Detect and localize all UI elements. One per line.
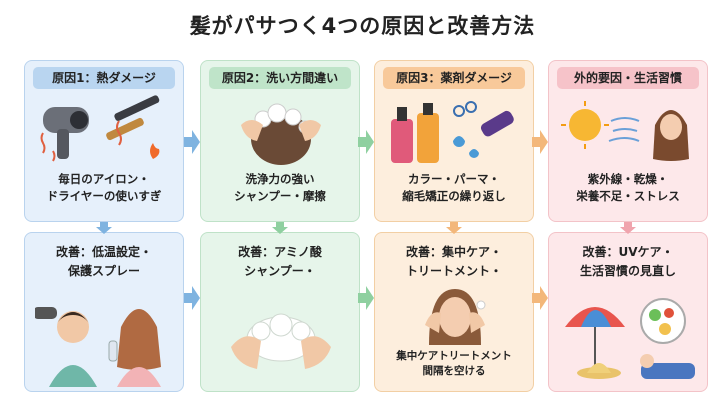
cause-card-heat: 原因1：熱ダメージ 毎日のアイロン・ ドライヤーの使いすぎ [24, 60, 184, 222]
hands-washing-hair-icon [241, 103, 321, 165]
solution-card-chemical: 改善：集中ケア・ トリートメント・ 集中ケアトリートメント 間隔を空ける [374, 232, 534, 392]
arrow-right-icon [184, 286, 200, 310]
arrow-right-icon [358, 286, 374, 310]
solution-card-external: 改善：UVケア・ 生活習慣の見直し [548, 232, 708, 392]
man-with-dryer-icon [35, 307, 161, 387]
sun-uv-icon [561, 101, 689, 161]
solution-text: 改善：UVケア・ 生活習慣の見直し [579, 245, 676, 278]
solution-text: 改善：低温設定・ 保護スプレー [55, 245, 152, 278]
cause-header: 原因3：薬剤ダメージ [383, 67, 525, 89]
column-heat-damage: 原因1：熱ダメージ 毎日のアイロン・ ドライヤーの使いすぎ 改善：低温設定・ 保… [24, 60, 184, 392]
column-chemical-damage: 原因3：薬剤ダメージ カラー・パーマ・ 縮毛矯正の繰り返し 改善：集中ケア・ ト… [374, 60, 534, 392]
cause-header: 原因2：洗い方間違い [209, 67, 351, 89]
solution-card-wash: 改善：アミノ酸 シャンプー・ [200, 232, 360, 392]
arrow-down-icon [446, 222, 462, 234]
cause-text: 紫外線・乾燥・ 栄養不足・ストレス [576, 172, 680, 203]
arrow-right-icon [532, 286, 548, 310]
page-title: 髪がパサつく4つの原因と改善方法 [189, 14, 536, 38]
arrow-right-icon [184, 130, 200, 154]
column-external-lifestyle: 外的要因・生活習慣 紫外線・乾燥・ 栄養不足・ストレス 改善：UVケア・ 生活習… [548, 60, 708, 392]
cause-card-chemical: 原因3：薬剤ダメージ カラー・パーマ・ 縮毛矯正の繰り返し [374, 60, 534, 222]
umbrella-icon [565, 298, 695, 379]
solution-text: 改善：アミノ酸 シャンプー・ [238, 245, 322, 278]
arrow-down-icon [620, 222, 636, 234]
cause-text: 毎日のアイロン・ ドライヤーの使いすぎ [46, 172, 162, 203]
cause-text: カラー・パーマ・ 縮毛矯正の繰り返し [402, 172, 506, 203]
solution-note: 集中ケアトリートメント 間隔を空ける [396, 350, 512, 377]
arrow-right-icon [532, 130, 548, 154]
cause-header: 原因1：熱ダメージ [33, 67, 175, 89]
woman-treatment-icon [425, 289, 486, 345]
dye-bottles-icon [391, 101, 514, 163]
cause-text: 洗浄力の強い シャンプー・摩擦 [234, 172, 326, 203]
hair-dryer-icon [40, 95, 160, 162]
solution-text: 改善：集中ケア・ トリートメント・ [405, 245, 502, 278]
cause-card-external: 外的要因・生活習慣 紫外線・乾燥・ 栄養不足・ストレス [548, 60, 708, 222]
hands-gentle-wash-icon [231, 313, 331, 369]
cause-header: 外的要因・生活習慣 [557, 67, 699, 89]
cause-card-wash: 原因2：洗い方間違い 洗浄力の強い シャンプー・摩擦 [200, 60, 360, 222]
solution-card-heat: 改善：低温設定・ 保護スプレー [24, 232, 184, 392]
arrow-down-icon [272, 222, 288, 234]
arrow-right-icon [358, 130, 374, 154]
column-wash-method: 原因2：洗い方間違い 洗浄力の強い シャンプー・摩擦 改善：アミノ酸 シャンプー… [200, 60, 360, 392]
arrow-down-icon [96, 222, 112, 234]
